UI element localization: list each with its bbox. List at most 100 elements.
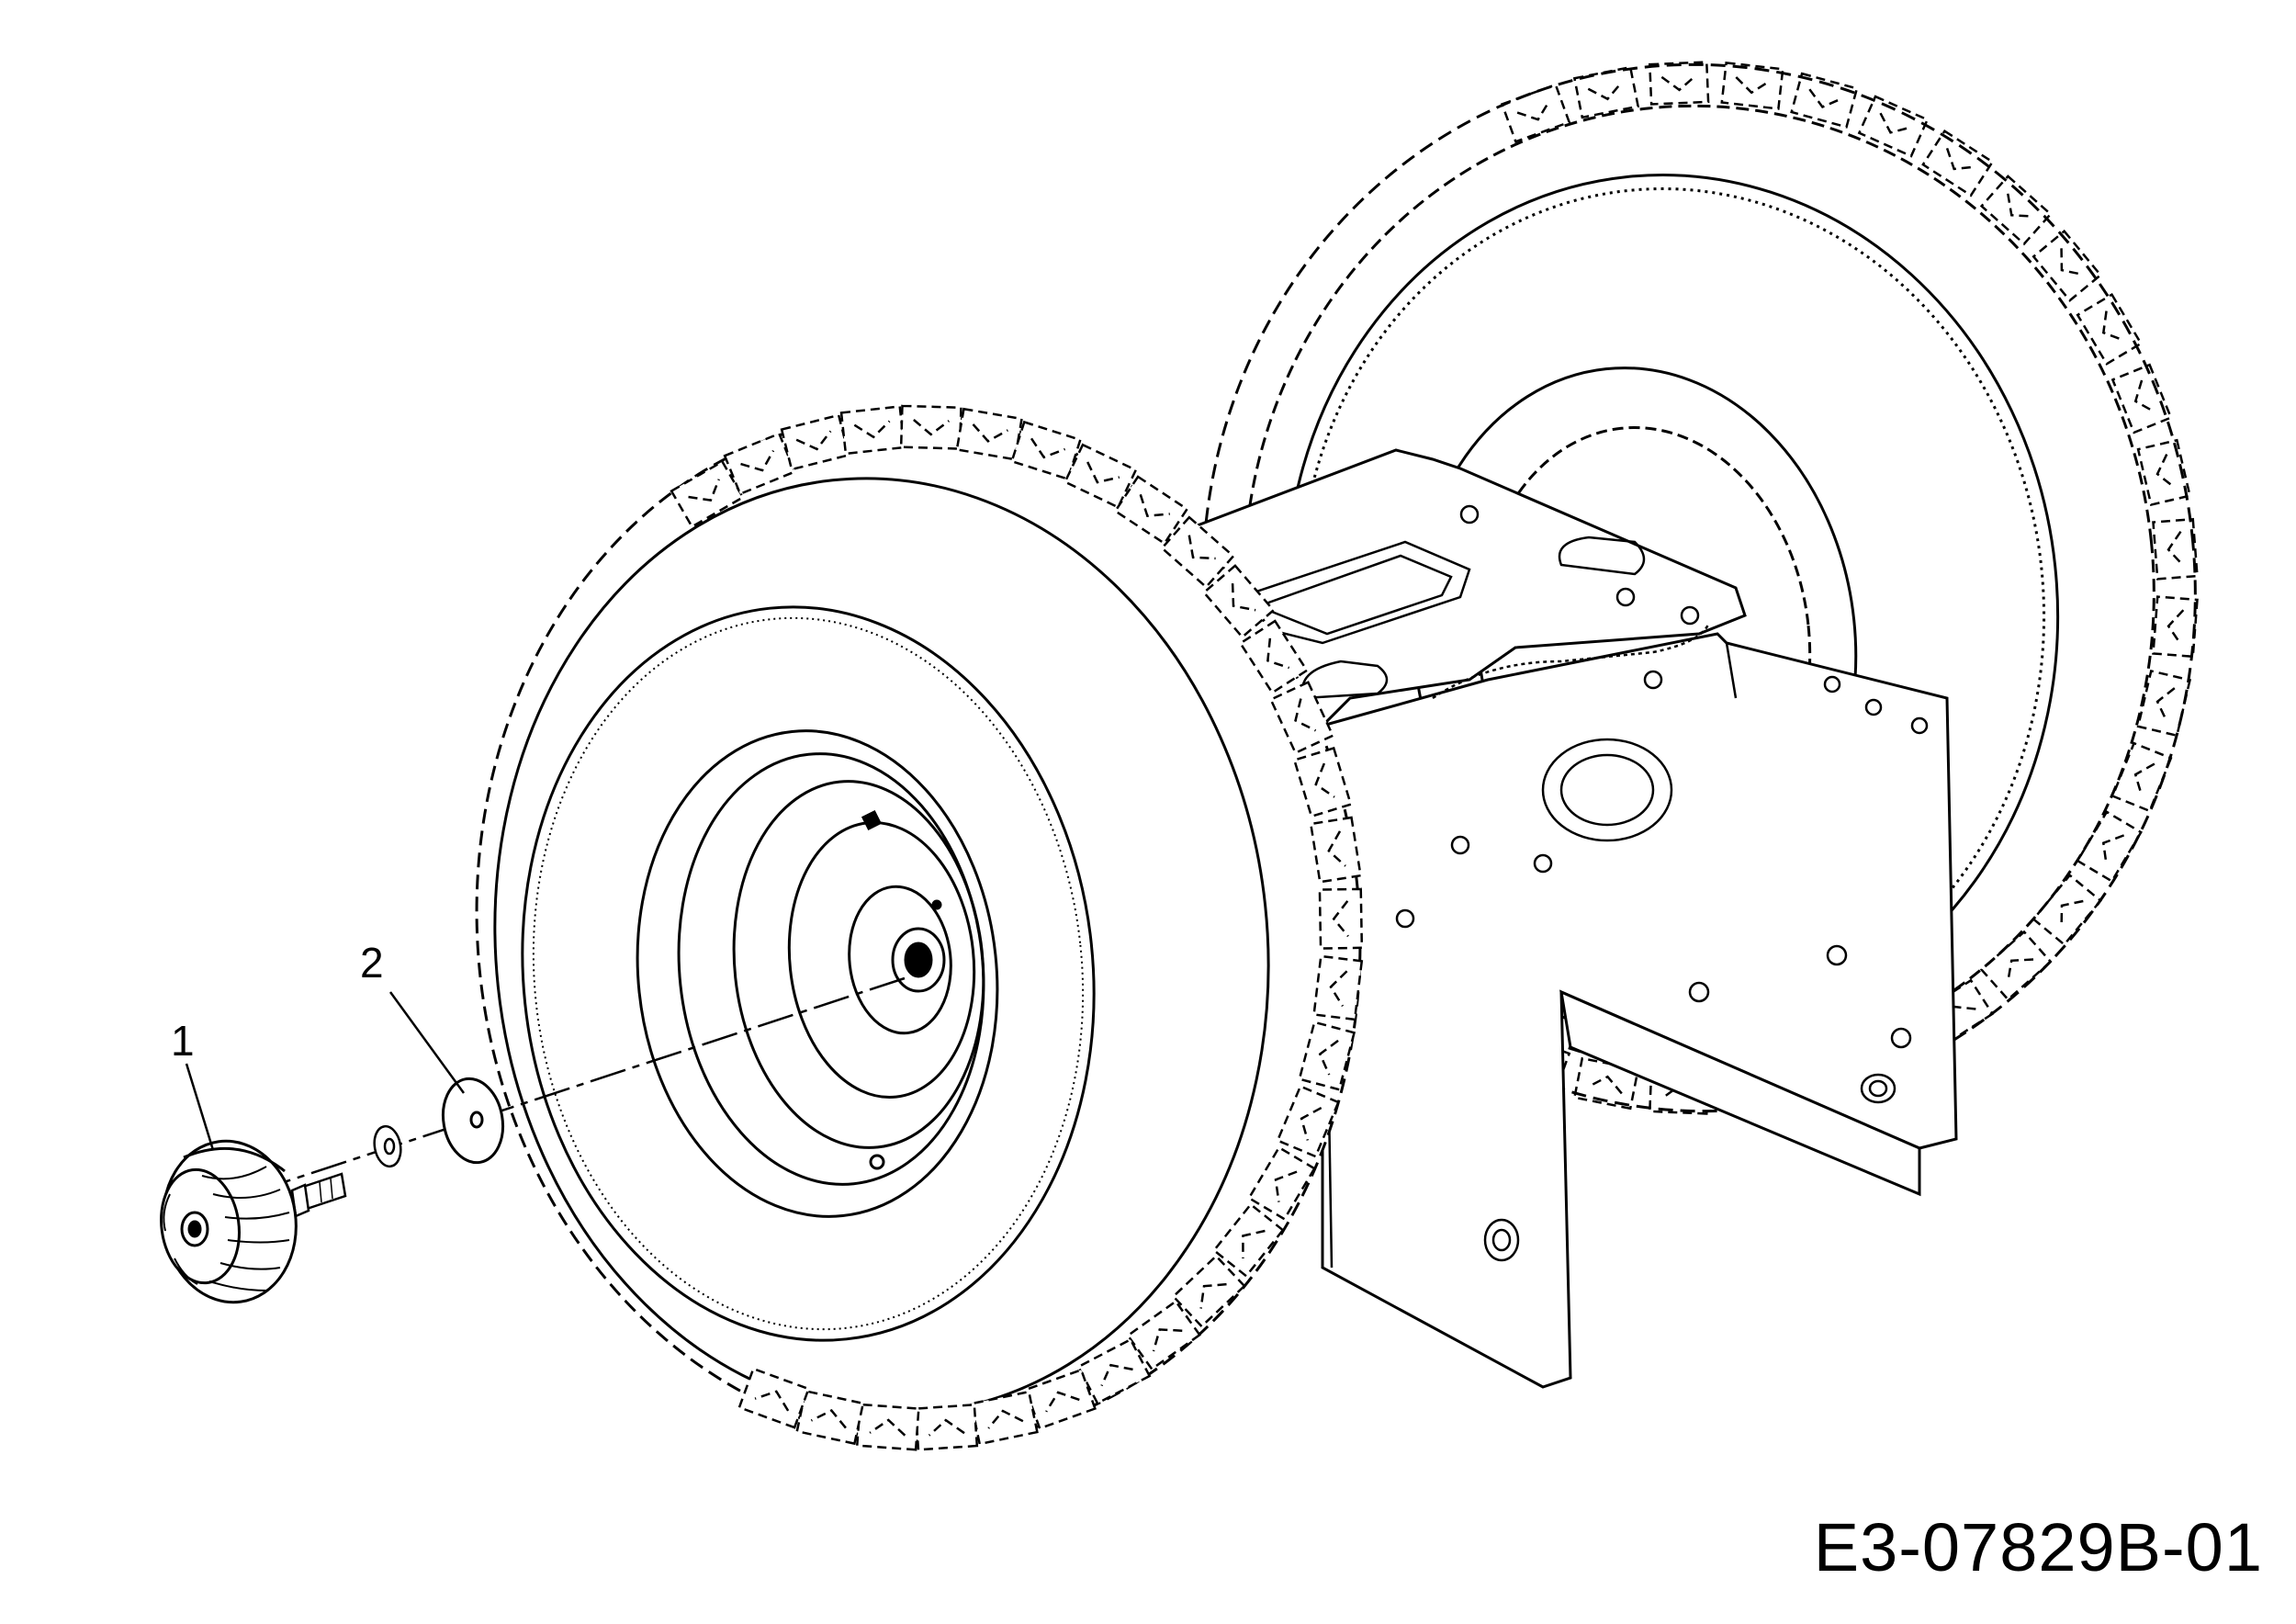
- tread-lug: [2110, 363, 2173, 434]
- tread-lug: [670, 459, 745, 529]
- tread-lug: [1238, 619, 1309, 694]
- tread-lug-chevron: [1100, 1363, 1133, 1387]
- tread-lug: [2076, 810, 2143, 884]
- tread-lug-chevron: [1327, 830, 1346, 867]
- leader-line-1: [185, 1063, 215, 1151]
- tread-lug: [1171, 1254, 1246, 1328]
- hub-cap-part: [160, 1139, 298, 1304]
- tread-lug: [2076, 292, 2143, 366]
- tread-lug-chevron: [2060, 899, 2084, 928]
- tread-lug: [839, 405, 906, 456]
- tread-lug: [1790, 72, 1859, 129]
- tread-lug-chevron: [972, 423, 1008, 443]
- tread-lug-chevron: [688, 479, 720, 502]
- tread-lug-chevron: [1139, 493, 1170, 518]
- tread-lug-chevron: [754, 1390, 790, 1412]
- tread-lug-chevron: [1266, 637, 1290, 670]
- tread-lug-chevron: [2101, 310, 2125, 342]
- tread-lug: [1312, 954, 1364, 1021]
- callout-2: 2: [360, 939, 384, 987]
- tread-lug-chevron: [1045, 1391, 1080, 1413]
- tread-lug: [1076, 1337, 1152, 1405]
- tread-lug-chevron: [1314, 762, 1335, 798]
- flat-washer-part: [441, 1077, 505, 1165]
- tread-lug-chevron: [1516, 100, 1551, 121]
- tread-lug-chevron: [1187, 535, 1216, 560]
- tread-lug: [1720, 61, 1784, 110]
- tread-lug-chevron: [1808, 88, 1843, 108]
- tread-lug: [1160, 515, 1235, 589]
- tread-lug-chevron: [1199, 1282, 1227, 1309]
- tread-lug: [1269, 681, 1334, 755]
- tread-lug: [2152, 517, 2199, 581]
- tread-lug: [1113, 475, 1189, 546]
- tread-lug: [1979, 175, 2053, 246]
- tread-lug-chevron: [1945, 147, 1976, 171]
- tread-lug: [2032, 874, 2102, 947]
- tread-lug-chevron: [1587, 1075, 1623, 1095]
- tread-lug-chevron: [2006, 958, 2034, 983]
- tread-lug-chevron: [2133, 762, 2155, 796]
- tread-lug-chevron: [2155, 687, 2176, 722]
- tread-lug: [1276, 1084, 1340, 1158]
- tread-lug: [1572, 65, 1640, 119]
- tread-lug-chevron: [1086, 461, 1120, 484]
- tread-lug-chevron: [1152, 1328, 1183, 1352]
- tread-lug-chevron: [1332, 900, 1349, 938]
- tread-lug: [2152, 595, 2199, 659]
- tread-lug: [2032, 229, 2102, 302]
- tread-lug-chevron: [2101, 834, 2125, 865]
- tread-lug-chevron: [1300, 1106, 1322, 1141]
- tread-lug-chevron: [1587, 81, 1623, 101]
- tread-lug-chevron: [2167, 609, 2185, 645]
- tread-lug: [1649, 61, 1710, 106]
- tread-lug: [1857, 95, 1930, 158]
- tread-lug-chevron: [913, 419, 951, 436]
- front-rim: [636, 729, 999, 1218]
- tread-lug-chevron: [810, 1408, 847, 1429]
- tread-lug-chevron: [853, 420, 891, 439]
- tread-lug-chevron: [795, 430, 832, 451]
- tread-lug-chevron: [1879, 112, 1912, 134]
- tread-lug: [1921, 129, 1995, 197]
- tread-lug: [1318, 887, 1364, 950]
- tread-lug-chevron: [869, 1418, 906, 1437]
- tread-lug-chevron: [2133, 379, 2155, 413]
- tread-lug: [1202, 564, 1276, 639]
- tread-lug: [723, 432, 796, 496]
- leader-line-2: [388, 991, 466, 1094]
- tread-lug: [1292, 746, 1353, 818]
- tread-lug: [1500, 83, 1571, 143]
- tread-lug-chevron: [2155, 454, 2176, 489]
- tread-lug-chevron: [2060, 248, 2084, 276]
- callout-1: 1: [171, 1017, 195, 1065]
- tread-lug-chevron: [987, 1409, 1024, 1429]
- tread-lug: [1212, 1202, 1285, 1278]
- front-tread-lugs: [670, 404, 1364, 1451]
- tread-lug-chevron: [1318, 1039, 1339, 1076]
- tread-lug: [2136, 438, 2192, 507]
- tread-lug: [1298, 1021, 1356, 1091]
- tread-lug: [899, 404, 962, 450]
- tread-lug: [737, 1367, 811, 1429]
- tread-lug: [1126, 1300, 1202, 1371]
- tread-lug-chevron: [1030, 437, 1066, 459]
- tread-lug: [914, 1403, 979, 1451]
- tread-lug: [1309, 816, 1362, 884]
- tread-lug-chevron: [1274, 1170, 1298, 1202]
- tread-lug-chevron: [1242, 1229, 1266, 1259]
- tread-lug-chevron: [2007, 193, 2034, 218]
- tread-lug-chevron: [1735, 76, 1771, 95]
- tread-lug: [855, 1403, 920, 1451]
- tread-lug-chevron: [1294, 698, 1317, 732]
- tread-lug-chevron: [2167, 530, 2185, 567]
- lock-washer-part: [373, 1124, 402, 1168]
- tread-lug: [1979, 930, 2053, 1001]
- hex-bolt-part: [290, 1172, 347, 1218]
- tread-lug: [955, 407, 1023, 461]
- tread-lug-chevron: [928, 1418, 965, 1437]
- figure-code: E3-07829B-01: [1813, 1509, 2263, 1585]
- tread-lug-chevron: [1231, 583, 1256, 612]
- tread-lug-chevron: [740, 449, 775, 472]
- tread-lug-chevron: [1660, 74, 1697, 92]
